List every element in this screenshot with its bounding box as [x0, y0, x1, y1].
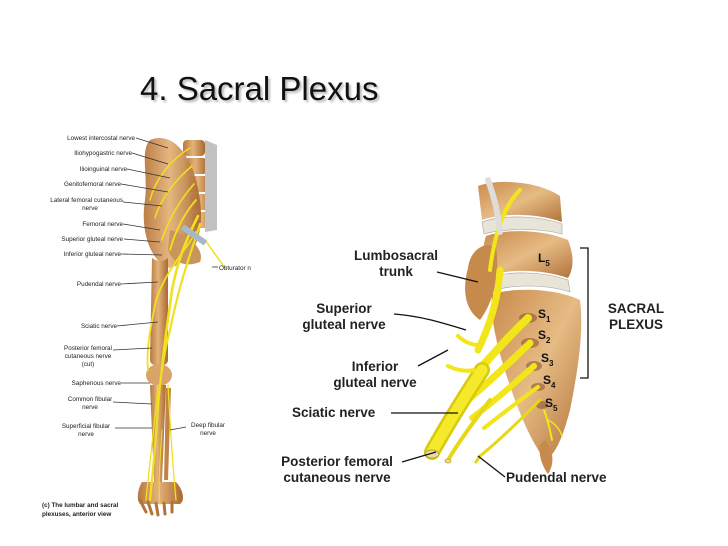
label-posterior-femoral-small-3: (cut): [82, 361, 95, 368]
sacral-plexus-bracket: [580, 247, 589, 379]
label-lowest-intercostal: Lowest intercostal nerve: [67, 135, 135, 142]
label-ilioinguinal: Ilioinguinal nerve: [80, 166, 128, 173]
label-femoral: Femoral nerve: [82, 221, 123, 228]
slide-title: 4. Sacral Plexus: [140, 70, 379, 107]
label-inferior-gluteal-small: Inferior gluteal nerve: [64, 251, 122, 258]
label-sacral-plexus: SACRAL: [608, 301, 664, 316]
label-superior-gluteal-small: Superior gluteal nerve: [61, 236, 123, 243]
label-superficial-fibular: Superficial fibular: [62, 423, 110, 430]
right-sacrum-figure: [424, 177, 582, 474]
segment-labels: L5 S1 S2 S3 S4 S5: [538, 251, 558, 413]
label-deep-fibular: Deep fibular: [191, 422, 225, 429]
label-pudendal-nerve: Pudendal nerve: [506, 470, 607, 485]
label-lumbosacral-trunk: Lumbosacral: [354, 248, 438, 263]
right-nerves: [424, 266, 563, 464]
left-caption-line2: plexuses, anterior view: [42, 511, 111, 518]
label-saphenous: Saphenous nerve: [72, 380, 122, 387]
l5-vertebra: [483, 231, 573, 278]
label-superior-gluteal-2: gluteal nerve: [302, 317, 386, 332]
left-labels: Lowest intercostal nerve Iliohypogastric…: [42, 135, 251, 518]
label-lateral-femoral-cutaneous-2: nerve: [82, 205, 98, 212]
label-lumbosacral-trunk-2: trunk: [379, 264, 413, 279]
label-posterior-femoral-2: cutaneous nerve: [283, 470, 391, 485]
segment-s5: S5: [545, 396, 558, 413]
label-posterior-femoral-small-2: cutaneous nerve: [65, 353, 112, 360]
label-superior-gluteal: Superior: [316, 301, 372, 316]
label-sciatic-nerve: Sciatic nerve: [292, 405, 376, 420]
label-deep-fibular-2: nerve: [200, 430, 216, 437]
right-labels: Lumbosacral trunk Superior gluteal nerve…: [281, 248, 664, 485]
left-leg-figure: [137, 138, 226, 517]
label-genitofemoral: Genitofemoral nerve: [64, 181, 122, 188]
label-superficial-fibular-2: nerve: [78, 431, 94, 438]
segment-s4: S4: [543, 373, 556, 390]
left-leader-lines: [112, 137, 218, 431]
label-lateral-femoral-cutaneous: Lateral femoral cutaneous: [50, 197, 123, 204]
label-posterior-femoral-small: Posterior femoral: [64, 345, 112, 352]
label-posterior-femoral: Posterior femoral: [281, 454, 393, 469]
label-pudendal-small: Pudendal nerve: [77, 281, 122, 288]
label-common-fibular-2: nerve: [82, 404, 98, 411]
segment-s1: S1: [538, 307, 551, 324]
label-sciatic-small: Sciatic nerve: [81, 323, 118, 330]
label-sacral-plexus-2: PLEXUS: [609, 317, 663, 332]
label-iliohypogastric: Iliohypogastric nerve: [74, 150, 132, 157]
segment-s2: S2: [538, 328, 551, 345]
label-common-fibular: Common fibular: [68, 396, 112, 403]
segment-s3: S3: [541, 351, 554, 368]
segment-l5: L5: [538, 251, 550, 268]
label-obturator: Obturator n: [219, 265, 251, 272]
left-nerves: [145, 147, 226, 506]
label-inferior-gluteal: Inferior: [352, 359, 399, 374]
right-leader-lines: [391, 271, 506, 478]
left-caption-line1: (c) The lumbar and sacral: [42, 502, 119, 509]
label-inferior-gluteal-2: gluteal nerve: [333, 375, 417, 390]
